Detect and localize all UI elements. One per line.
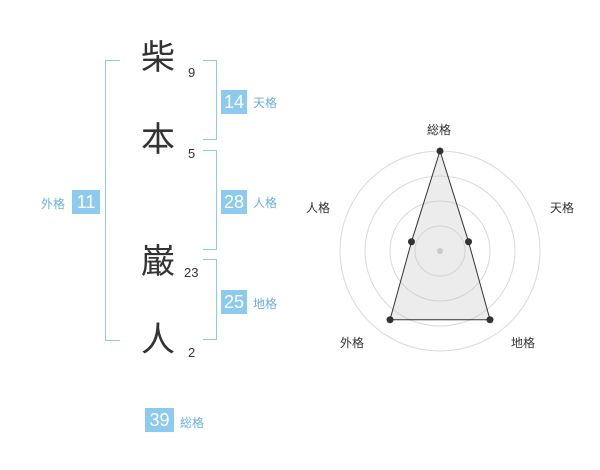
radar-axis-label-jinkaku: 人格: [306, 201, 331, 215]
radar-point-1: [436, 147, 444, 155]
radar-axis-label-gaikaku: 外格: [340, 336, 365, 350]
stroke-count-4: 2: [188, 345, 196, 360]
jinkaku-bracket: [203, 150, 217, 250]
radar-point-5: [407, 238, 415, 246]
jinkaku-label: 人格: [253, 196, 278, 210]
gaikaku-label: 外格: [41, 197, 66, 211]
stroke-count-3: 23: [184, 265, 199, 280]
radar-point-2: [465, 238, 473, 246]
radar-point-3: [486, 316, 494, 324]
radar-center: [437, 248, 443, 254]
radar-ring: [414, 225, 466, 277]
chikaku-label: 地格: [253, 297, 278, 311]
radar-axis-label-soukaku: 総格: [427, 123, 452, 137]
tenkaku-value: 14: [221, 90, 247, 114]
radar-polygon: [389, 149, 491, 321]
radar-point-4: [386, 316, 394, 324]
name-char-4: 人: [141, 320, 175, 360]
tenkaku-label: 天格: [253, 96, 278, 110]
stroke-count-2: 5: [188, 146, 196, 161]
name-char-1: 柴: [141, 38, 175, 78]
radar-ring: [364, 175, 516, 327]
radar-ring: [389, 200, 491, 302]
gaikaku-value: 11: [72, 190, 100, 214]
soukaku-label: 総格: [180, 416, 205, 430]
soukaku-value: 39: [145, 408, 174, 432]
jinkaku-value: 28: [221, 190, 247, 214]
stroke-count-1: 9: [188, 65, 196, 80]
name-char-2: 本: [141, 120, 175, 160]
radar-axis-label-chikaku: 地格: [511, 336, 536, 350]
gaikaku-bracket: [105, 60, 120, 341]
chikaku-value: 25: [221, 290, 247, 314]
tenkaku-bracket: [203, 60, 217, 140]
name-char-3: 巌: [141, 242, 175, 282]
radar-axis-label-tenkaku: 天格: [550, 201, 575, 215]
chikaku-bracket: [203, 259, 217, 340]
